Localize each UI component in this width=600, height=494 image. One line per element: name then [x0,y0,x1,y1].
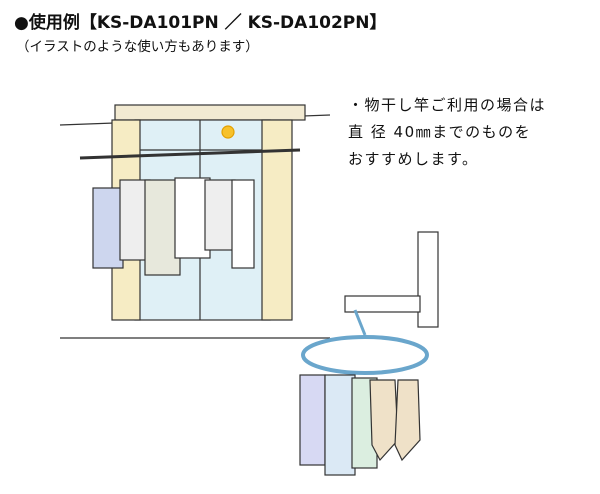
window-scene [59,104,331,339]
usage-note: ・物干し竿ご利用の場合は 直 径 40㎜までのものを おすすめします。 [348,92,546,173]
usage-note-line: ・物干し竿ご利用の場合は [348,96,547,114]
usage-note-line: おすすめします。 [348,150,479,168]
usage-note-line: 直 径 40㎜までのものを [348,123,532,141]
page-title: ●使用例【KS-DA101PN ／ KS-DA102PN】 [14,13,387,33]
wall-bracket-hanger-scene [299,231,439,476]
page-subtitle: （イラストのような使い方もあります） [16,39,259,55]
